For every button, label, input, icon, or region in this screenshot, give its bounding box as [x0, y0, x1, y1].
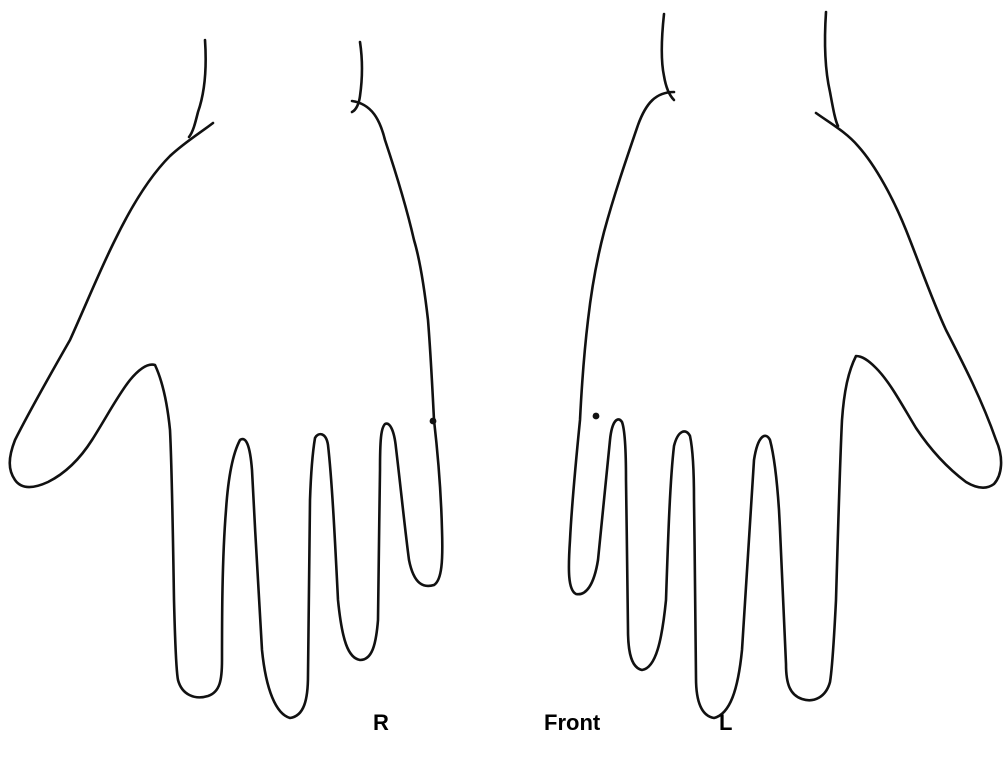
left-hand-wrist-right-line: [662, 14, 674, 100]
left-hand-marker-dot: [593, 413, 600, 420]
left-hand-outline: [569, 92, 1001, 718]
right-hand-outline: [10, 101, 443, 718]
view-label: Front: [544, 712, 600, 734]
left-hand: [569, 12, 1001, 718]
right-hand-marker-dot: [430, 418, 437, 425]
right-hand-label: R: [373, 712, 389, 734]
left-hand-label: L: [719, 712, 732, 734]
left-hand-wrist-left-line: [825, 12, 838, 126]
right-hand-wrist-left-line: [189, 40, 206, 137]
right-hand: [10, 40, 443, 718]
